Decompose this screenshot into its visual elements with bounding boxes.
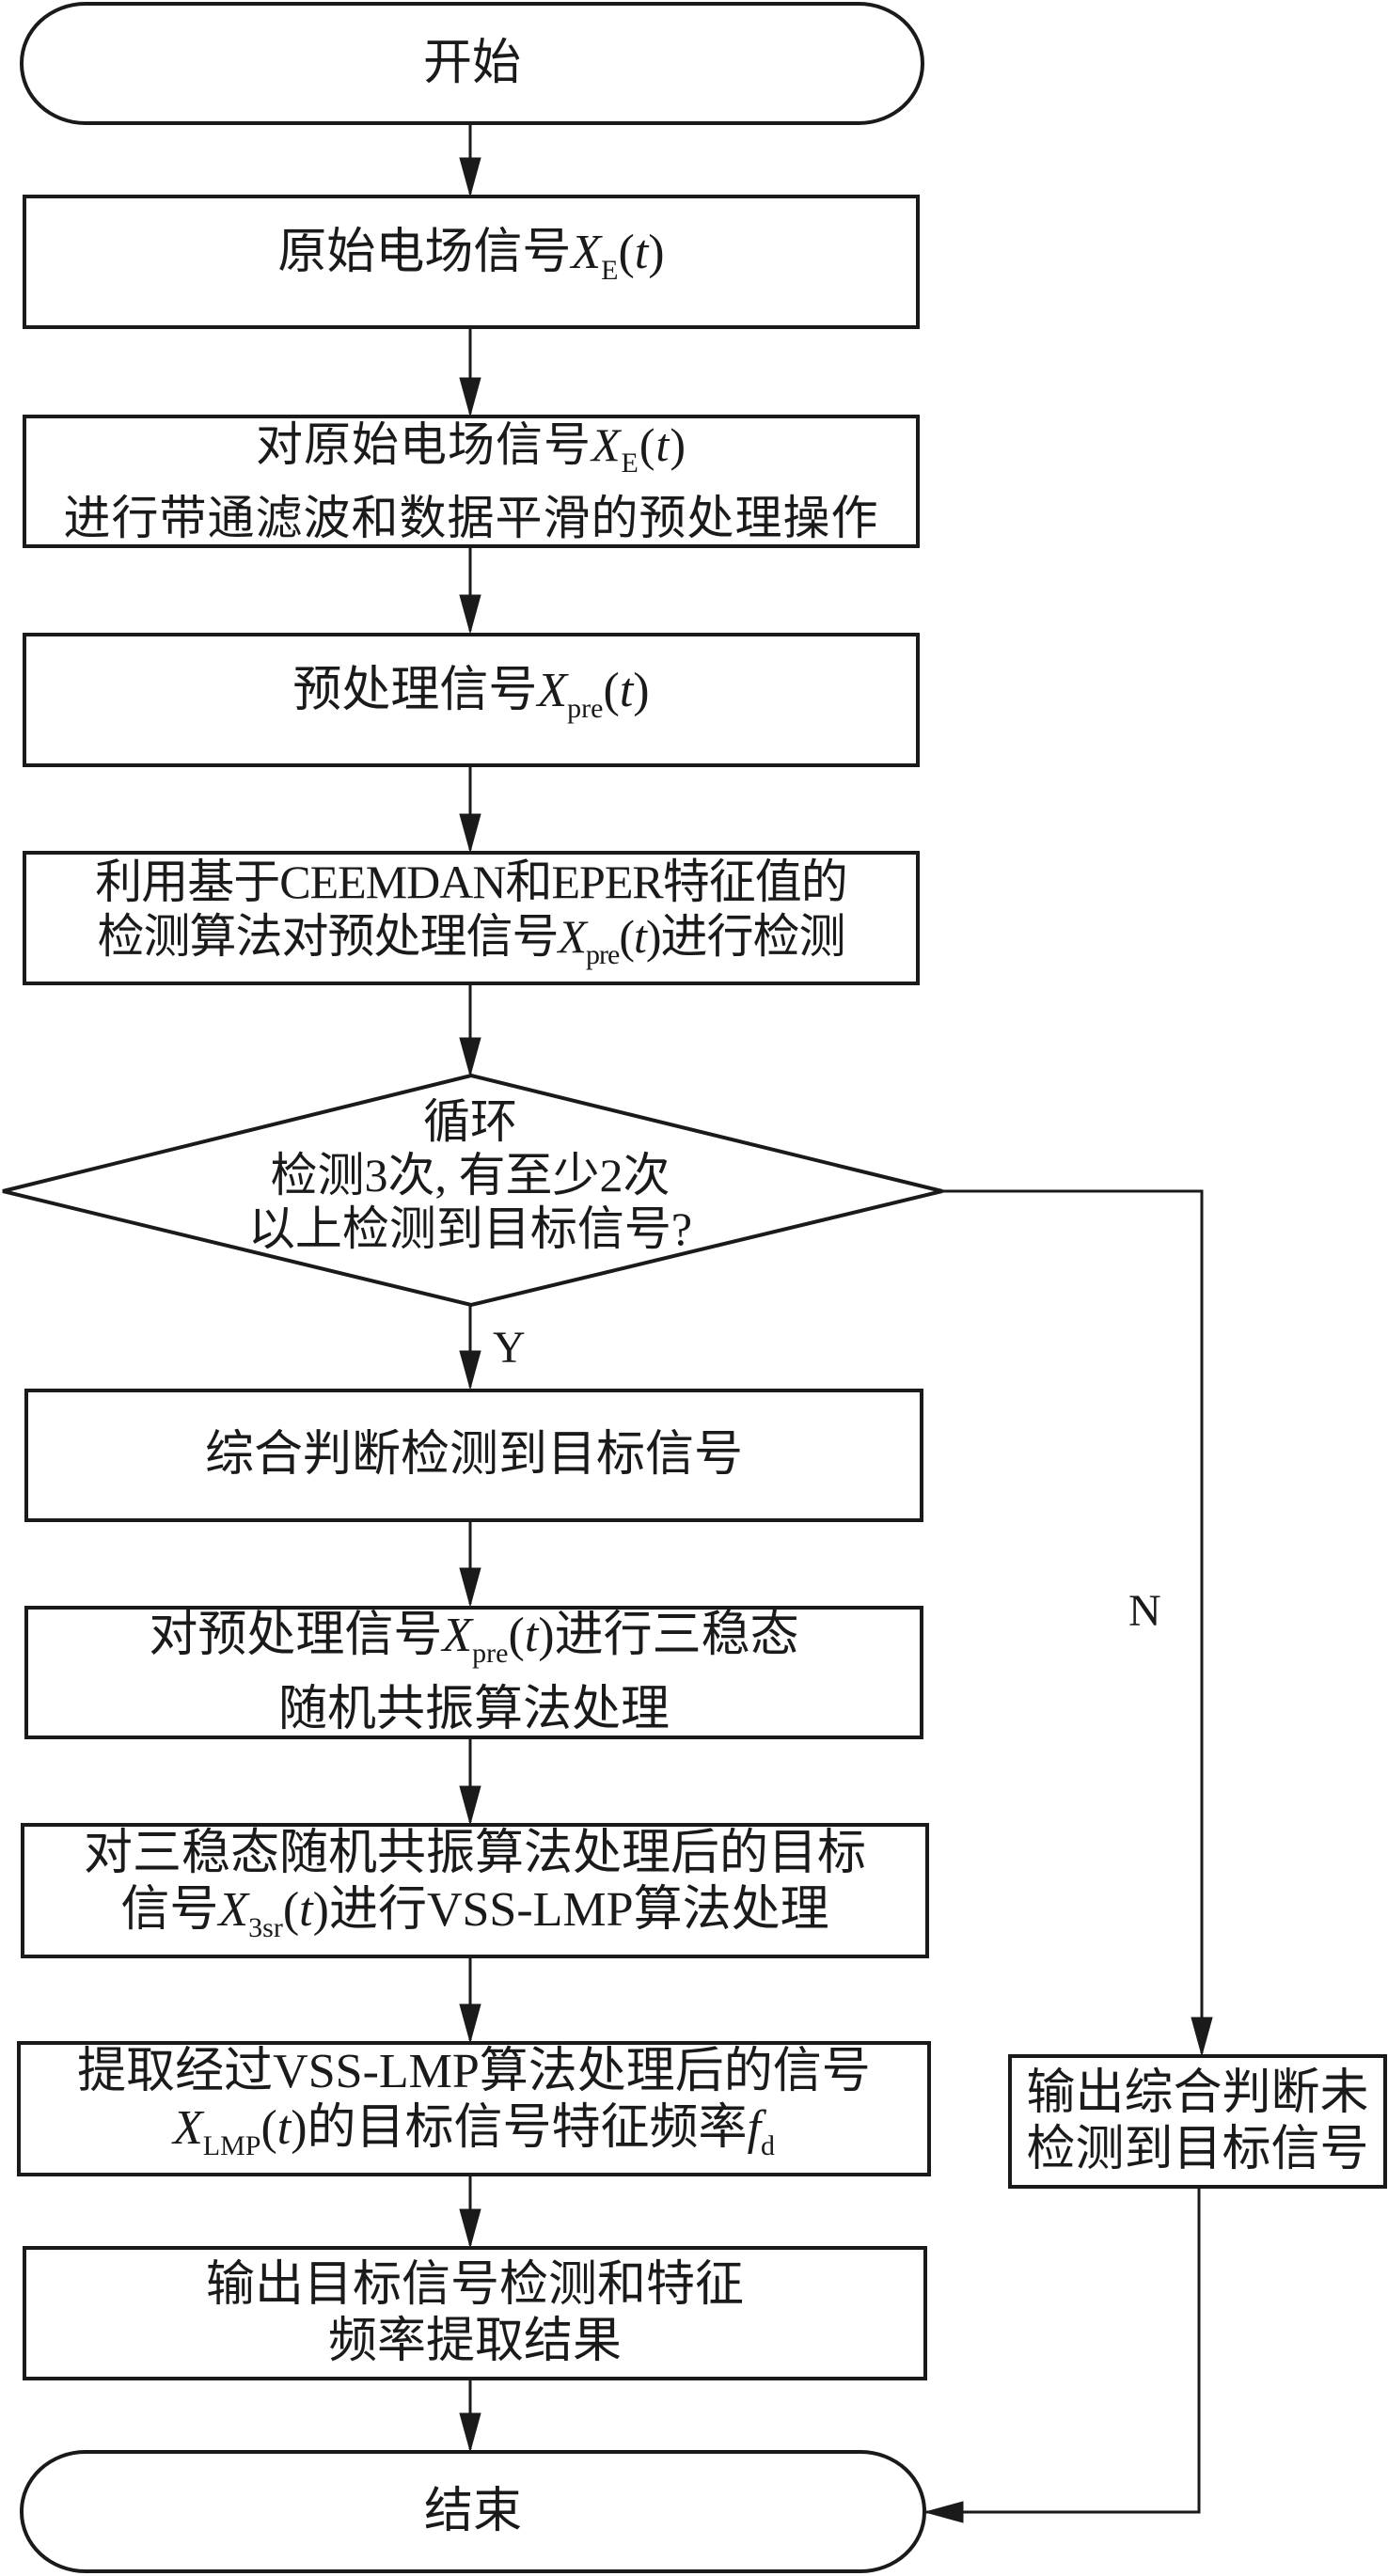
end-terminator: 结束 <box>20 2450 926 2573</box>
step-vss-lmp-processing: 对三稳态随机共振算法处理后的目标 信号X3sr(t)进行VSS-LMP算法处理 <box>21 1823 929 1958</box>
step-text-line: 原始电场信号XE(t) <box>277 226 665 286</box>
arrowhead-icon <box>459 1037 481 1077</box>
decision-line: 循环 <box>423 1094 517 1148</box>
time-variable: t <box>633 909 647 963</box>
start-label: 开始 <box>422 36 521 90</box>
step-text-line: XLMP(t)的目标信号特征频率fd <box>172 2100 776 2161</box>
no-label: N <box>1128 1586 1161 1636</box>
step-text-line: 信号X3sr(t)进行VSS-LMP算法处理 <box>120 1882 829 1943</box>
arrowhead-icon <box>459 2003 481 2044</box>
step-text-line: 综合判断检测到目标信号 <box>204 1428 743 1482</box>
step-not-detected: 输出综合判断未 检测到目标信号 <box>1008 2054 1387 2189</box>
step-preprocessed-signal: 预处理信号Xpre(t) <box>23 633 920 767</box>
arrowhead-icon <box>459 157 481 197</box>
arrowhead-icon <box>459 1567 481 1608</box>
step-text-line: 提取经过VSS-LMP算法处理后的信号 <box>77 2044 871 2098</box>
step-text-line: 预处理信号Xpre(t) <box>292 664 650 724</box>
step-target-detected: 综合判断检测到目标信号 <box>24 1389 923 1522</box>
step-text-line: 对预处理信号Xpre(t)进行三稳态 <box>149 1608 799 1669</box>
time-variable: t <box>524 1608 539 1662</box>
decision-line: 检测3次, 有至少2次 <box>270 1148 670 1202</box>
step-extract-frequency: 提取经过VSS-LMP算法处理后的信号 XLMP(t)的目标信号特征频率fd <box>17 2041 931 2176</box>
arrowhead-icon <box>459 377 481 417</box>
step-text-line: 检测到目标信号 <box>1026 2122 1369 2176</box>
time-variable: t <box>634 226 649 279</box>
arrowhead-icon <box>459 2208 481 2249</box>
decision-text: 循环 检测3次, 有至少2次 以上检测到目标信号? <box>235 1081 705 1269</box>
start-terminator: 开始 <box>20 2 924 125</box>
end-label: 结束 <box>423 2484 522 2538</box>
step-text-line: 检测算法对预处理信号Xpre(t)进行检测 <box>97 909 845 970</box>
step-text-line: 利用基于CEEMDAN和EPER特征值的 <box>95 855 847 908</box>
arrowhead-icon <box>459 2412 481 2453</box>
step-raw-signal: 原始电场信号XE(t) <box>23 195 920 329</box>
time-variable: t <box>619 664 634 717</box>
step-text-line: 进行带通滤波和数据平滑的预处理操作 <box>63 492 879 544</box>
yes-label: Y <box>493 1323 526 1373</box>
step-output-results: 输出目标信号检测和特征 频率提取结果 <box>23 2246 927 2380</box>
step-text-line: 对三稳态随机共振算法处理后的目标 <box>83 1826 866 1880</box>
step-tristable-resonance: 对预处理信号Xpre(t)进行三稳态 随机共振算法处理 <box>24 1606 923 1739</box>
time-variable: t <box>655 418 670 471</box>
decision-line: 以上检测到目标信号? <box>247 1202 693 1255</box>
step-text-line: 频率提取结果 <box>327 2314 622 2368</box>
decision-diamond <box>2 1073 943 1308</box>
arrowhead-icon <box>923 2501 964 2523</box>
time-variable: t <box>276 2100 292 2155</box>
arrowhead-icon <box>1191 2017 1213 2057</box>
arrow-no-to-end <box>926 2188 1201 2514</box>
step-text-line: 对原始电场信号XE(t) <box>255 418 687 479</box>
arrowhead-icon <box>459 813 481 854</box>
arrowhead-icon <box>459 594 481 635</box>
step-text-line: 随机共振算法处理 <box>277 1682 670 1736</box>
arrow-decision-no <box>942 1189 1204 2053</box>
step-text-line: 输出目标信号检测和特征 <box>205 2257 744 2312</box>
step-preprocess-operation: 对原始电场信号XE(t) 进行带通滤波和数据平滑的预处理操作 <box>23 415 920 548</box>
arrowhead-icon <box>459 1785 481 1826</box>
step-text-line: 输出综合判断未 <box>1026 2066 1369 2120</box>
time-variable: t <box>299 1882 313 1937</box>
arrowhead-icon <box>459 1350 481 1390</box>
step-ceemdan-detection: 利用基于CEEMDAN和EPER特征值的 检测算法对预处理信号Xpre(t)进行… <box>23 851 920 985</box>
